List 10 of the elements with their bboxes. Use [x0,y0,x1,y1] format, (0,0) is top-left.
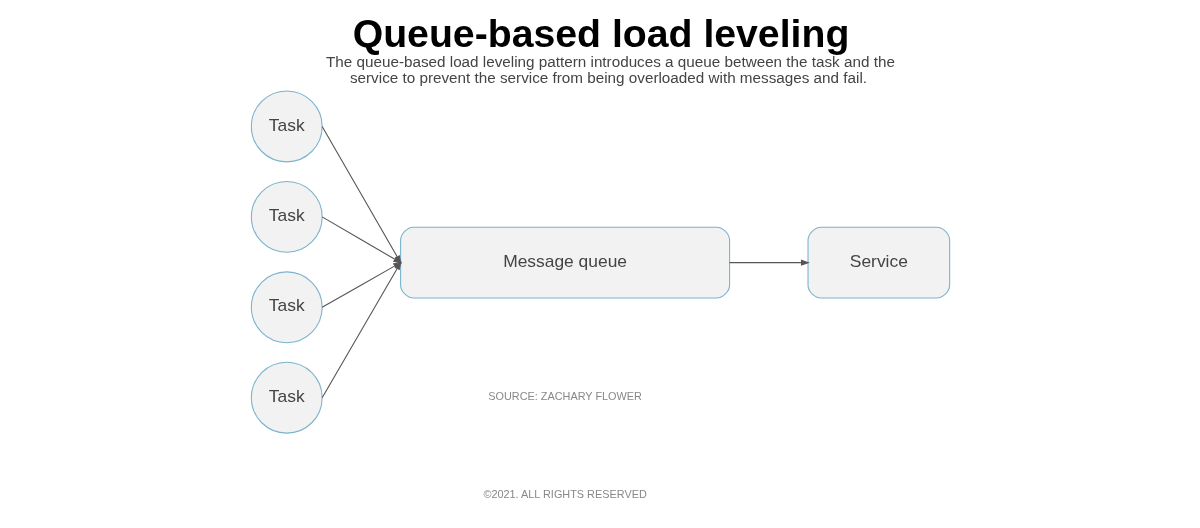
label: ©2021. ALL RIGHTS RESERVED [482,488,647,501]
label: SOURCE: ZACHARY FLOWER [487,390,642,403]
arrow [728,259,810,266]
node-box: Message queue [399,226,730,299]
node-circle: Task [250,361,323,434]
node-circle: Task [250,180,323,253]
diagram-title: Queue-based load leveling [352,12,849,56]
node-circle: Task [250,271,323,344]
node-box: Service [806,226,950,299]
node-circle: Task [250,90,323,163]
